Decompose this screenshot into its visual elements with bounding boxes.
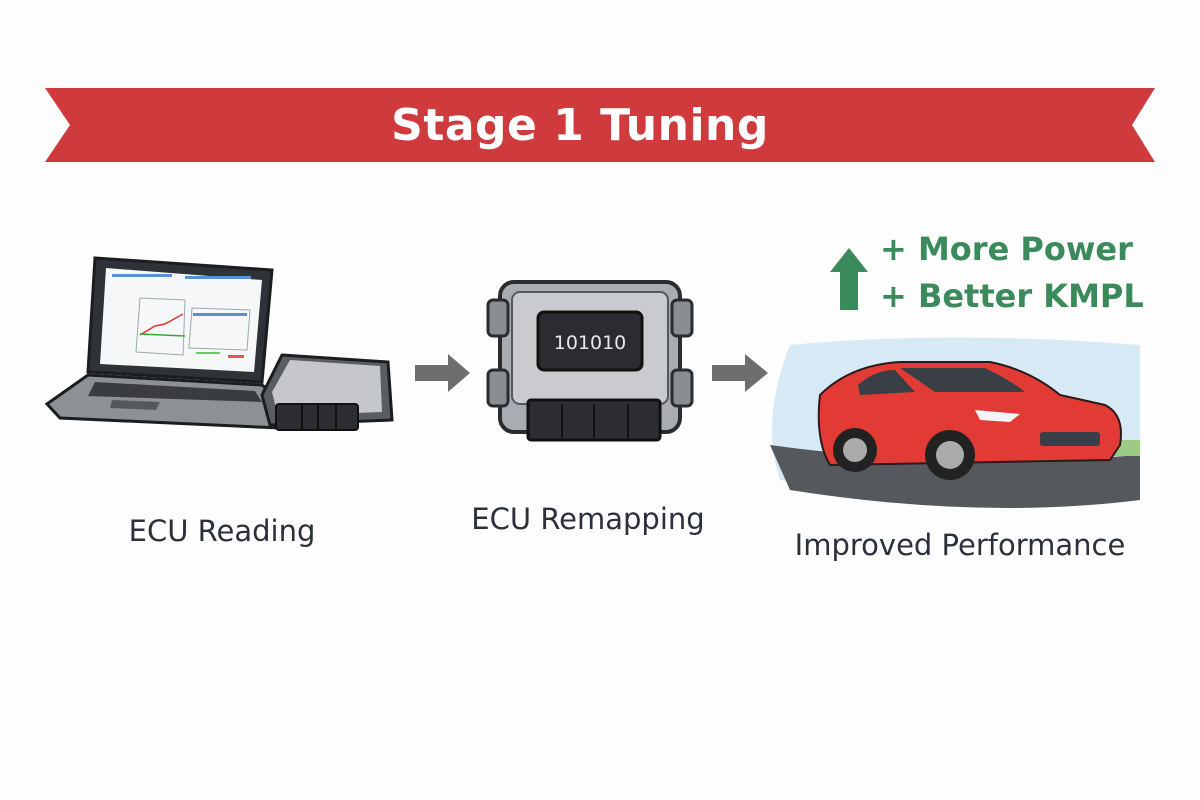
title-banner (45, 88, 1155, 162)
arrow-right-icon (415, 354, 470, 392)
red-car-icon (770, 337, 1140, 508)
ecu-module-icon (260, 353, 394, 431)
step-label-improved-performance: Improved Performance (794, 528, 1126, 562)
banner-title: Stage 1 Tuning (391, 100, 769, 151)
benefit-more-power: + More Power (880, 230, 1133, 268)
step-label-ecu-remapping: ECU Remapping (471, 502, 705, 536)
ecu-chip-icon (486, 280, 694, 442)
benefit-better-kmpl: + Better KMPL (880, 277, 1144, 315)
step-label-ecu-reading: ECU Reading (128, 514, 316, 548)
laptop-icon (44, 256, 294, 430)
chip-code: 101010 (554, 332, 627, 354)
arrow-right-icon (712, 354, 768, 392)
up-arrow-icon (830, 248, 868, 310)
